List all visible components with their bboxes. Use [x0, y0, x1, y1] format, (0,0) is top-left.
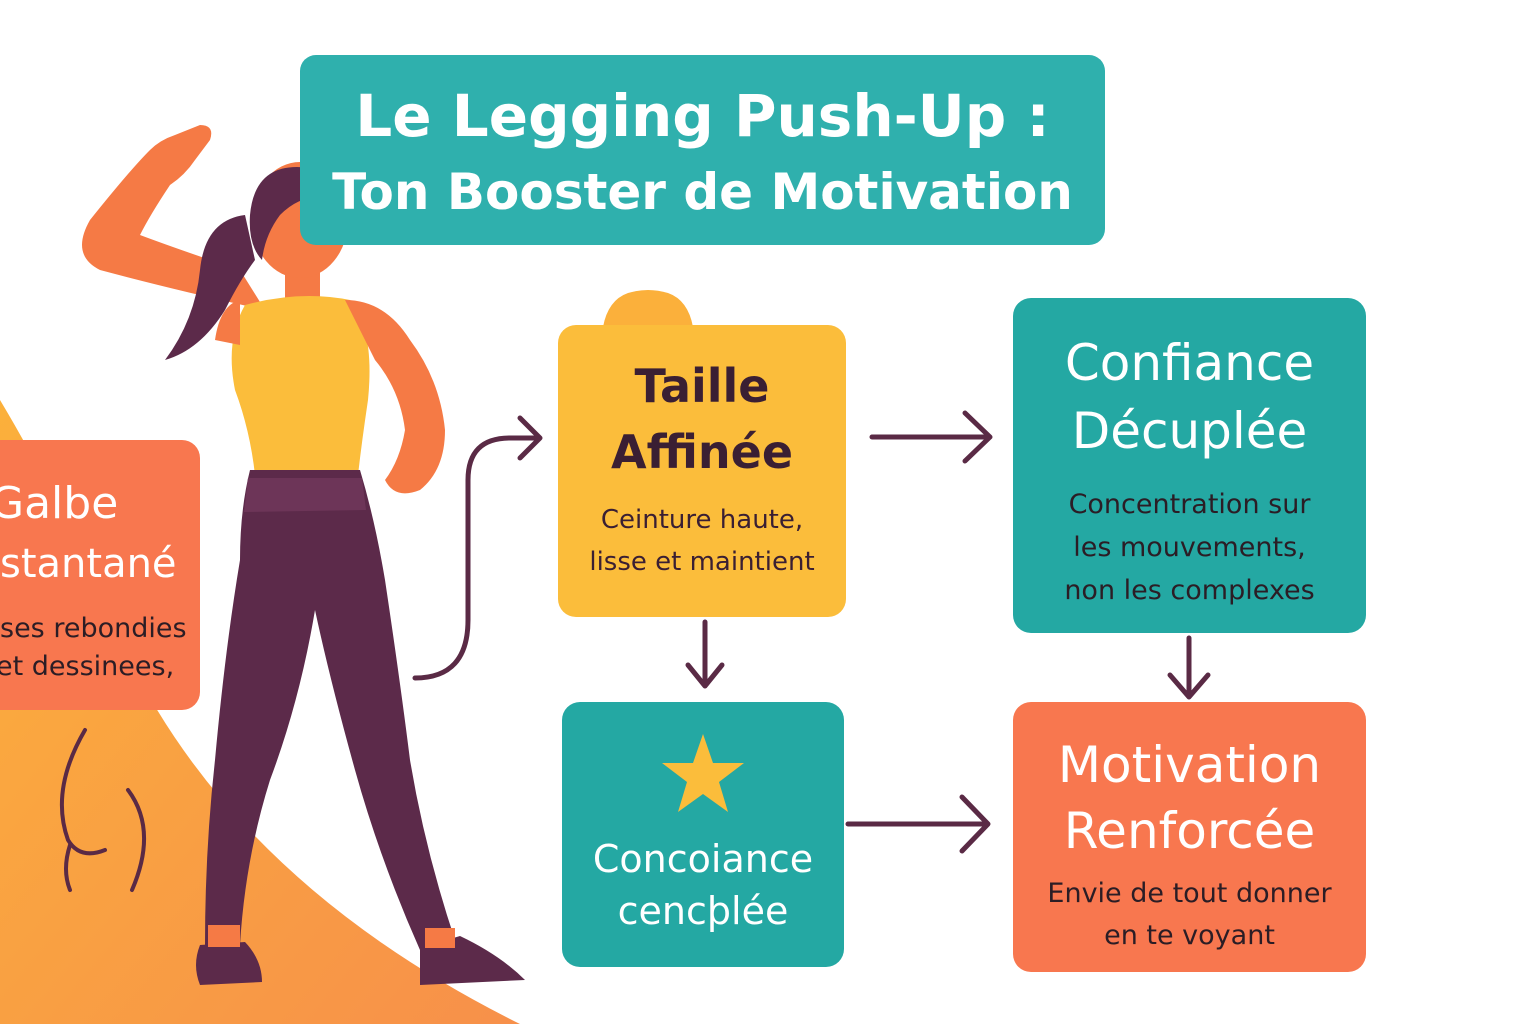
motivation-heading-line2: Renforcée — [1063, 802, 1316, 860]
motivation-body-line2: en te voyant — [1104, 920, 1275, 951]
title-line2: Ton Booster de Motivation — [332, 163, 1073, 221]
taille-box-tab — [603, 290, 693, 327]
taille-body-line2: lisse et maintient — [589, 547, 815, 577]
confiance-decuplee-box: Confiance Décuplée Concentration sur les… — [1013, 298, 1366, 633]
taille-affinee-box: Taille Affinée Ceinture haute, lisse et … — [558, 325, 846, 617]
title-banner: Le Legging Push-Up : Ton Booster de Moti… — [300, 55, 1105, 245]
title-line1: Le Legging Push-Up : — [355, 82, 1050, 150]
galbe-body-line1: ses rebondies — [0, 613, 187, 644]
confiance-body-line3: non les complexes — [1064, 575, 1315, 606]
buttock-icon — [59, 728, 147, 892]
concoiance-heading-line2: cencþlée — [617, 889, 789, 933]
taille-heading-line1: Taille — [634, 359, 770, 413]
motivation-renforcee-box: Motivation Renforcée Envie de tout donne… — [1013, 702, 1366, 972]
confiance-body-line1: Concentration sur — [1068, 489, 1311, 520]
concoiance-heading-line1: Concoiance — [592, 837, 814, 881]
galbe-heading-line1: Galbe — [0, 478, 119, 529]
taille-heading-line2: Affinée — [610, 425, 794, 479]
motivation-heading-line1: Motivation — [1057, 736, 1322, 794]
confiance-heading-line1: Confiance — [1064, 334, 1315, 392]
galbe-box: Galbe stantané ses rebondies et dessinee… — [0, 440, 200, 710]
motivation-body-line1: Envie de tout donner — [1047, 878, 1332, 909]
concoiance-box: Concoiance cencþlée — [562, 702, 844, 967]
galbe-heading-line2: stantané — [0, 541, 177, 587]
confiance-heading-line2: Décuplée — [1071, 402, 1308, 460]
confiance-body-line2: les mouvements, — [1073, 532, 1306, 563]
galbe-body-line2: et dessinees, — [0, 651, 175, 682]
taille-body-line1: Ceinture haute, — [600, 505, 804, 535]
star-icon — [662, 734, 744, 812]
